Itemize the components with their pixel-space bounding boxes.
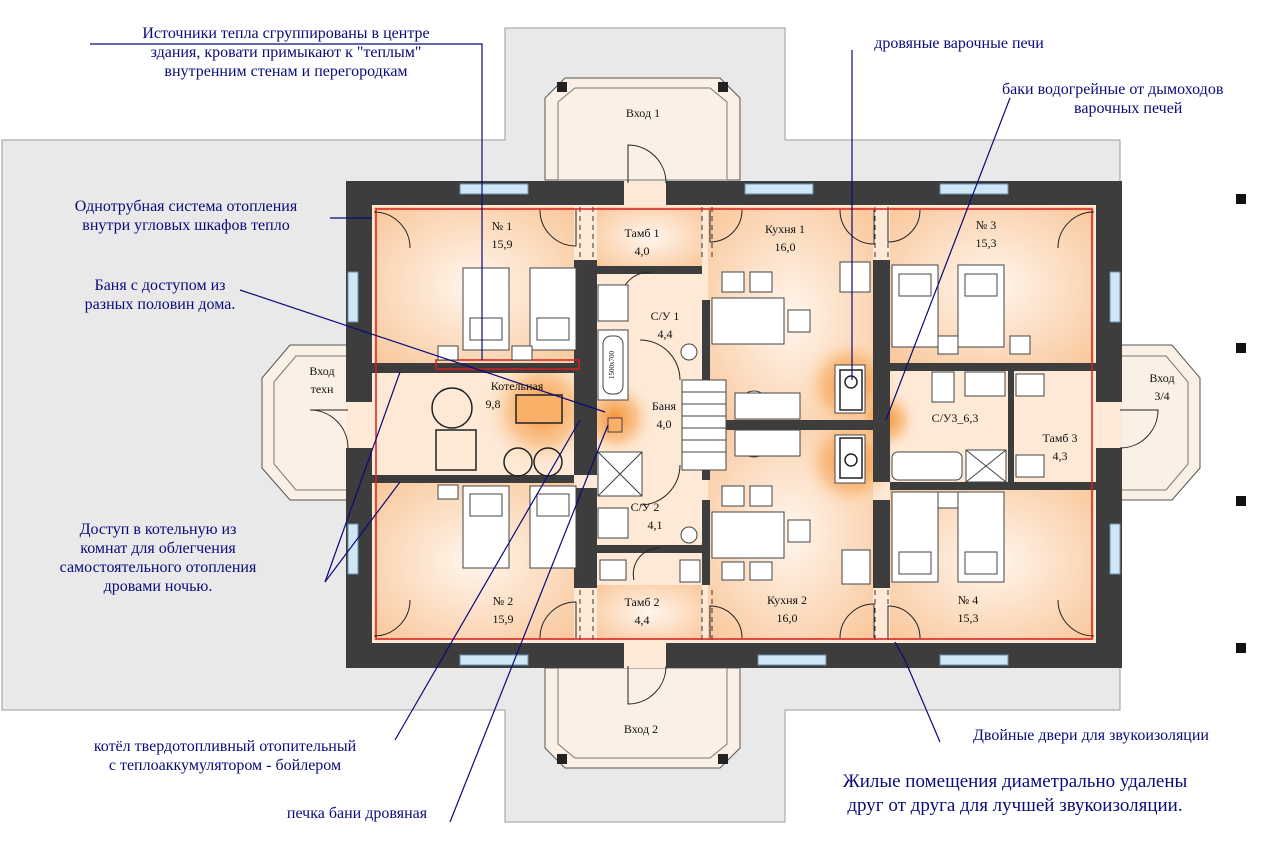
entrance-3-4-label-2: 3/4 — [1154, 389, 1169, 403]
annotation-heat-sources-line-1: Источники тепла сгруппированы в центре — [142, 25, 430, 42]
porch-entrance-1 — [544, 77, 741, 181]
porch-entrance-2 — [544, 667, 741, 769]
entrance-3-4-label-1: Вход — [1149, 371, 1174, 385]
annotation-boiler-access-line-1: Доступ в котельную из — [79, 521, 237, 538]
entrance-1-label: Вход 1 — [626, 106, 660, 120]
bath-name: Баня — [652, 399, 677, 413]
porch-entrance-tech — [261, 344, 349, 501]
entrance-openings — [346, 181, 1122, 668]
annotation-heat-sources: Источники тепла сгруппированы в центре з… — [86, 24, 486, 81]
bathtub-size-label: 1500х700 — [608, 351, 616, 380]
annotation-one-pipe-line-1: Однотрубная система отопления — [74, 198, 298, 215]
room-3-area: 15,3 — [976, 236, 997, 250]
tamb-2-name: Тамб 2 — [624, 595, 659, 609]
annotation-cook-stoves-line: дровяные варочные печи — [874, 35, 1044, 52]
tamb-2-area: 4,4 — [635, 613, 650, 627]
bathroom-fixtures — [597, 284, 1045, 583]
su-2-name: С/У 2 — [631, 500, 660, 514]
annotation-sauna-access-line-2: разных половин дома. — [84, 296, 236, 313]
room-1-area: 15,9 — [492, 237, 513, 251]
annotation-double-doors-line: Двойные двери для звукоизоляции — [973, 727, 1209, 744]
annotation-sauna-access-line-1: Баня с доступом из — [94, 277, 226, 294]
annotation-heat-sources-line-2: здания, кровати примыкают к "теплым" — [150, 44, 422, 61]
door-swings — [309, 144, 1159, 705]
su-1-area: 4,4 — [658, 327, 673, 341]
stove-markers — [431, 369, 863, 479]
annotation-boiler-access-line-4: дровами ночью. — [103, 578, 213, 595]
annotation-cook-stoves: дровяные варочные печи — [848, 34, 1070, 53]
room-3-name: № 3 — [976, 218, 996, 232]
windows — [347, 183, 1121, 666]
entrance-tech-label-1: Вход — [309, 364, 334, 378]
room-2-name: № 2 — [493, 594, 513, 608]
boiler-room-area: 9,8 — [486, 397, 501, 411]
room-4-name: № 4 — [958, 593, 978, 607]
annotation-water-tanks: баки водогрейные от дымоходов варочных п… — [1002, 80, 1280, 118]
annotation-boiler-access-line-3: самостоятельного отопления — [59, 559, 257, 576]
room-labels: № 1 15,9 Тамб 1 4,0 Кухня 1 16,0 № 3 15,… — [309, 106, 1174, 736]
annotation-sauna-stove-line: печка бани дровяная — [286, 805, 428, 822]
annotation-one-pipe: Однотрубная система отопления внутри угл… — [40, 197, 332, 235]
entrance-2-label: Вход 2 — [624, 722, 658, 736]
annotation-heat-sources-line-3: внутренним стенам и перегородкам — [164, 63, 408, 80]
bath-area: 4,0 — [657, 417, 672, 431]
boiler-room-name: Котельная — [491, 379, 544, 393]
beds — [437, 264, 1031, 583]
leader-lines — [90, 43, 1011, 823]
annotation-boiler-access-line-2: комнат для облегчения — [80, 540, 236, 557]
annotation-boiler-unit-line-2: с теплоаккумулятором - бойлером — [108, 757, 342, 774]
tamb-1-name: Тамб 1 — [624, 226, 659, 240]
kitchen-1-area: 16,0 — [775, 240, 796, 254]
tamb-3-area: 4,3 — [1053, 449, 1068, 463]
tamb-1-area: 4,0 — [635, 244, 650, 258]
room-4-area: 15,3 — [958, 611, 979, 625]
kitchen-2-area: 16,0 — [777, 611, 798, 625]
su-2-area: 4,1 — [648, 518, 663, 532]
room-2-area: 15,9 — [493, 612, 514, 626]
annotation-sauna-access: Баня с доступом из разных половин дома. — [55, 276, 265, 314]
annotation-boiler-access: Доступ в котельную из комнат для облегче… — [30, 520, 286, 596]
annotation-one-pipe-line-2: внутри угловых шкафов тепло — [82, 217, 290, 234]
heating-loop — [375, 208, 1093, 640]
room-1-name: № 1 — [492, 219, 512, 233]
annotation-double-doors: Двойные двери для звукоизоляции — [938, 726, 1244, 745]
porch-entrance-3-4 — [1117, 344, 1201, 501]
annotation-bottom-note: Жилые помещения диаметрально удалены дру… — [800, 770, 1230, 818]
sauna-benches — [607, 379, 727, 471]
su-1-name: С/У 1 — [651, 309, 680, 323]
kitchen-furniture — [711, 261, 871, 585]
kitchen-2-name: Кухня 2 — [767, 593, 807, 607]
annotation-water-tanks-line-2: варочных печей — [1074, 100, 1183, 117]
entrance-tech-label-2: техн — [311, 382, 334, 396]
tamb-3-name: Тамб 3 — [1042, 431, 1077, 445]
kitchen-1-name: Кухня 1 — [765, 222, 805, 236]
columns — [1236, 194, 1246, 653]
annotation-sauna-stove: печка бани дровяная — [262, 804, 452, 823]
annotation-bottom-note-line-1: Жилые помещения диаметрально удалены — [842, 771, 1188, 792]
annotation-boiler-unit: котёл твердотопливный отопительный с теп… — [52, 737, 398, 775]
annotation-bottom-note-line-2: друг от друга для лучшей звукоизоляции. — [847, 795, 1183, 816]
annotation-boiler-unit-line-1: котёл твердотопливный отопительный — [93, 738, 357, 755]
annotation-water-tanks-line-1: баки водогрейные от дымоходов — [1002, 81, 1224, 98]
su-3-name: С/У3_6,3 — [932, 411, 979, 425]
